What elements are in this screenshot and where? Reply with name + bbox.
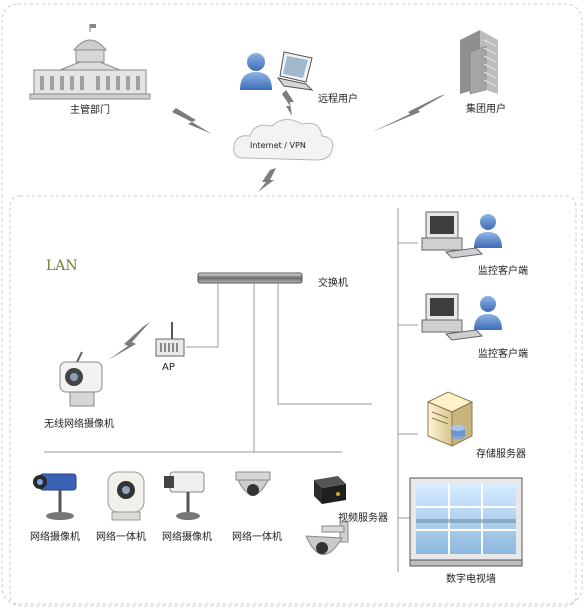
- storage-server-icon: [426, 391, 474, 447]
- network-camera-icon: [33, 473, 77, 520]
- monitoring-client-label-1: 监控客户端: [478, 266, 528, 277]
- ptz-camera-label: 网络一体机: [96, 532, 146, 543]
- access-point-label: AP: [162, 362, 175, 373]
- network-camera-label-2: 网络摄像机: [162, 532, 212, 543]
- switch-label: 交换机: [318, 278, 348, 289]
- ptz-camera-icon: [107, 471, 145, 521]
- monitoring-client-pc-icon: [421, 293, 502, 341]
- group-user-label: 集团用户: [466, 104, 506, 115]
- lan-title: LAN: [46, 258, 78, 274]
- wireless-camera-label: 无线网络摄像机: [44, 419, 114, 430]
- switch-icon: [197, 272, 303, 284]
- outer-frame: [1, 3, 583, 605]
- internet-cloud: [233, 119, 334, 161]
- wireless-link-bolts: [108, 90, 446, 360]
- video-server-label: 视频服务器: [338, 513, 388, 524]
- dome-camera-label: 网络一体机: [232, 532, 282, 543]
- box-camera-icon: [164, 471, 205, 520]
- cloud-label: Internet / VPN: [250, 141, 306, 150]
- government-building-icon: [29, 24, 151, 100]
- government-building-label: 主管部门: [70, 105, 110, 116]
- office-tower-icon: [460, 30, 498, 95]
- video-server-icon: [314, 476, 346, 504]
- network-cabling: [44, 208, 418, 572]
- lan-frame: [9, 195, 577, 607]
- remote-user-label: 远程用户: [318, 94, 358, 105]
- video-wall-label: 数字电视墙: [446, 574, 496, 585]
- wireless-camera-icon: [59, 351, 103, 407]
- monitoring-client-label-2: 监控客户端: [478, 349, 528, 360]
- remote-user-laptop-icon: [240, 51, 314, 91]
- video-wall-icon: [409, 477, 523, 567]
- dome-camera-icon: [235, 471, 271, 496]
- storage-server-label: 存储服务器: [476, 449, 526, 460]
- network-camera-label-1: 网络摄像机: [30, 532, 80, 543]
- speed-dome-camera-icon: [305, 521, 349, 555]
- access-point-icon: [155, 322, 185, 357]
- monitoring-client-pc-icon: [421, 211, 502, 259]
